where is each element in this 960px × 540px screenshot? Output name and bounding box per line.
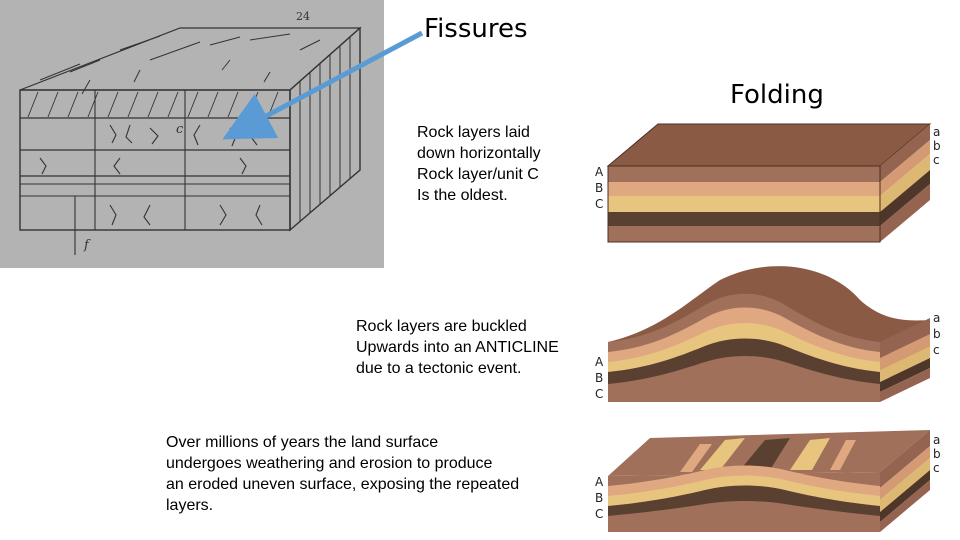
front-label-a-3: A	[595, 475, 604, 489]
front-label-c-1: C	[595, 197, 604, 211]
front-label-b-3: B	[595, 491, 604, 505]
caption-anticline: Rock layers are buckled Upwards into an …	[356, 318, 559, 377]
side-label-a-3: a	[933, 433, 941, 447]
side-label-c-1: c	[933, 153, 940, 167]
front-label-a-2: A	[595, 355, 604, 369]
front-label-a-1: A	[595, 165, 604, 179]
caption-eroded: Over millions of years the land surface …	[166, 434, 520, 514]
fissure-sketch: 24 c f	[0, 0, 384, 268]
front-label-c-3: C	[595, 507, 604, 521]
side-label-b-2: b	[933, 327, 941, 341]
front-label-b-2: B	[595, 371, 604, 385]
caption-horizontal: Rock layers laid down horizontally Rock …	[417, 124, 541, 204]
side-label-c-2: c	[933, 343, 940, 357]
side-label-b-1: b	[933, 139, 941, 153]
sketch-page-number: 24	[296, 10, 310, 23]
sketch-letter-c: c	[176, 122, 184, 137]
side-label-c-3: c	[933, 461, 940, 475]
front-label-c-2: C	[595, 387, 604, 401]
side-label-a-1: a	[933, 125, 941, 139]
front-label-b-1: B	[595, 181, 604, 195]
side-label-b-3: b	[933, 447, 941, 461]
folding-heading: Folding	[730, 80, 824, 110]
side-label-a-2: a	[933, 311, 941, 325]
fissures-heading: Fissures	[424, 14, 528, 44]
sketch-letter-f: f	[84, 238, 89, 253]
